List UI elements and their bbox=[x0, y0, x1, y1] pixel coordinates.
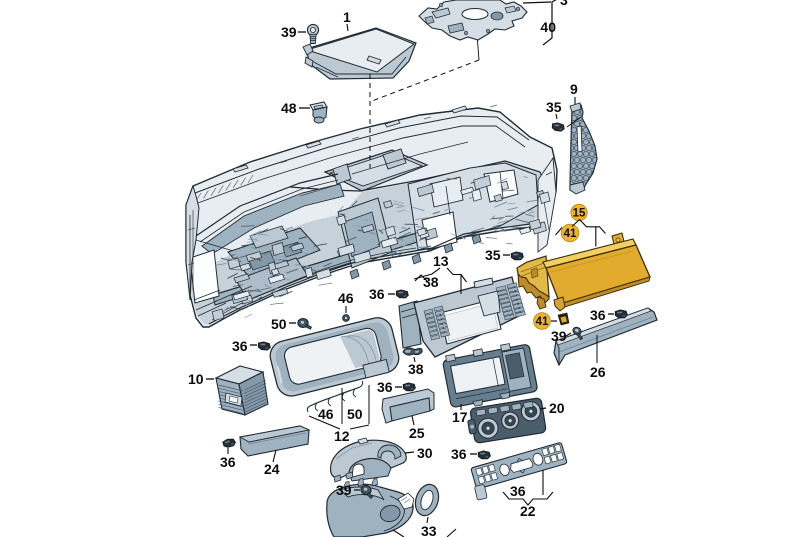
svg-text:1: 1 bbox=[343, 9, 351, 25]
svg-text:25: 25 bbox=[409, 425, 425, 441]
svg-text:40: 40 bbox=[540, 19, 556, 35]
svg-text:9: 9 bbox=[570, 81, 578, 97]
svg-text:10: 10 bbox=[188, 371, 204, 387]
svg-text:41: 41 bbox=[564, 228, 577, 240]
svg-text:41: 41 bbox=[536, 316, 549, 328]
svg-text:35: 35 bbox=[546, 99, 562, 115]
svg-text:38: 38 bbox=[423, 274, 439, 290]
svg-text:36: 36 bbox=[590, 307, 606, 323]
svg-text:36: 36 bbox=[451, 446, 467, 462]
svg-text:20: 20 bbox=[549, 400, 565, 416]
svg-text:26: 26 bbox=[590, 364, 606, 380]
svg-text:30: 30 bbox=[417, 445, 433, 461]
svg-text:50: 50 bbox=[347, 406, 363, 422]
svg-text:36: 36 bbox=[377, 379, 393, 395]
svg-text:15: 15 bbox=[573, 208, 586, 220]
svg-text:12: 12 bbox=[334, 428, 350, 444]
svg-text:39: 39 bbox=[281, 24, 297, 40]
svg-text:38: 38 bbox=[408, 361, 424, 377]
svg-text:35: 35 bbox=[485, 247, 501, 263]
svg-text:46: 46 bbox=[338, 290, 354, 306]
svg-text:17: 17 bbox=[452, 409, 468, 425]
svg-text:24: 24 bbox=[264, 461, 280, 477]
svg-text:46: 46 bbox=[318, 406, 334, 422]
svg-text:33: 33 bbox=[421, 523, 437, 537]
svg-text:50: 50 bbox=[271, 316, 287, 332]
svg-text:39: 39 bbox=[551, 328, 567, 344]
svg-text:48: 48 bbox=[281, 100, 297, 116]
svg-text:39: 39 bbox=[336, 482, 352, 498]
svg-text:36: 36 bbox=[220, 454, 236, 470]
svg-text:36: 36 bbox=[369, 286, 385, 302]
svg-text:36: 36 bbox=[510, 483, 526, 499]
svg-text:36: 36 bbox=[232, 338, 248, 354]
svg-text:3: 3 bbox=[560, 0, 568, 8]
svg-text:22: 22 bbox=[520, 503, 536, 519]
svg-text:13: 13 bbox=[433, 253, 449, 269]
